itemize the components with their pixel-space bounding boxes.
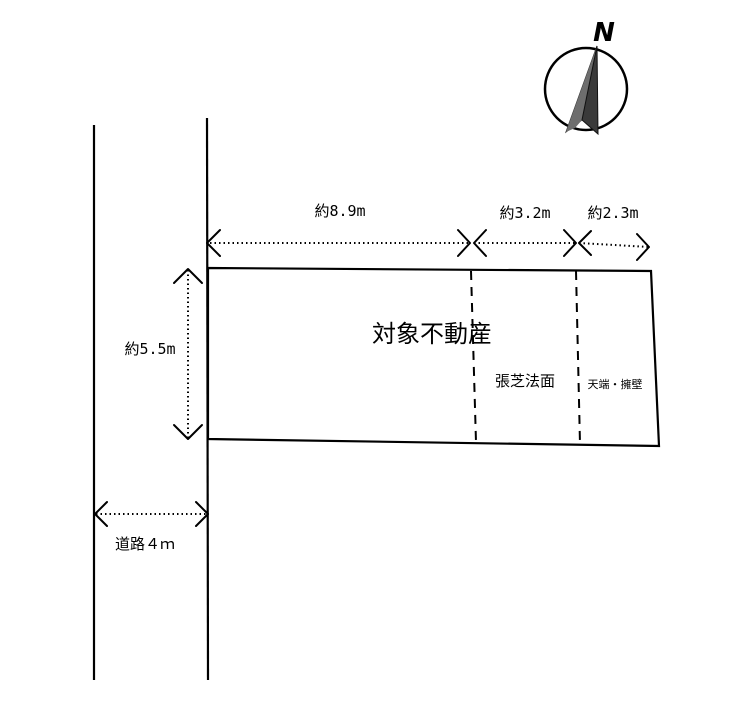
width-top-label: 約2.3m [587,204,638,222]
slope-boundary-line [470,270,477,443]
depth-label: 約5.5m [124,340,175,358]
slope-area-label: 張芝法面 [495,372,555,390]
dimension-road [94,501,209,527]
top-boundary-line [575,270,581,445]
dimension-width-slope [473,229,577,257]
dimension-width-main [206,229,471,257]
road-label: 道路４ｍ [115,535,175,553]
property-boundary [206,266,661,448]
north-compass-icon: N [543,18,629,136]
dimension-width-top [578,230,650,261]
top-area-label: 天端・擁壁 [588,377,643,391]
property-label: 対象不動産 [372,320,492,348]
north-label: N [593,18,615,48]
width-slope-label: 約3.2m [499,204,550,222]
width-main-label: 約8.9m [314,202,365,220]
dimension-depth [173,268,203,440]
